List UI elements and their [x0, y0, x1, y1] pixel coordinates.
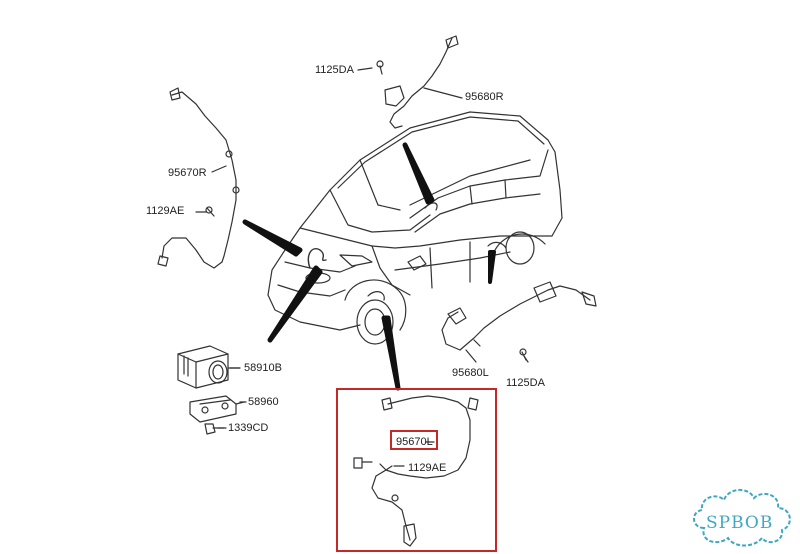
bolt-1339cd-drawing — [204, 423, 225, 435]
abs-module-drawing — [177, 345, 241, 389]
label-95670l: 95670L — [396, 436, 433, 448]
sensor-95680r-drawing — [376, 35, 459, 129]
label-1129ae-front-left: 1129AE — [408, 462, 447, 474]
watermark-text: SPBOB — [706, 513, 774, 533]
bracket-drawing — [189, 395, 245, 423]
label-1339cd: 1339CD — [228, 422, 269, 434]
label-1125da-rear-left: 1125DA — [506, 377, 545, 389]
vehicle-drawing — [267, 111, 563, 345]
sensor-95680l-drawing — [441, 281, 597, 361]
label-1129ae-front-right: 1129AE — [146, 205, 185, 217]
highlight-part-number — [390, 430, 438, 450]
sensor-95670r-drawing — [157, 87, 240, 269]
sensor-95670l-drawing — [353, 395, 479, 547]
cloud-watermark-icon — [693, 489, 791, 547]
label-58960: 58960 — [248, 396, 279, 408]
label-95670r: 95670R — [168, 167, 207, 179]
label-58910b: 58910B — [244, 362, 282, 374]
label-95680l: 95680L — [452, 367, 489, 379]
label-95680r: 95680R — [465, 91, 504, 103]
label-1125da-rear-right: 1125DA — [315, 64, 354, 76]
highlight-region — [336, 388, 497, 552]
